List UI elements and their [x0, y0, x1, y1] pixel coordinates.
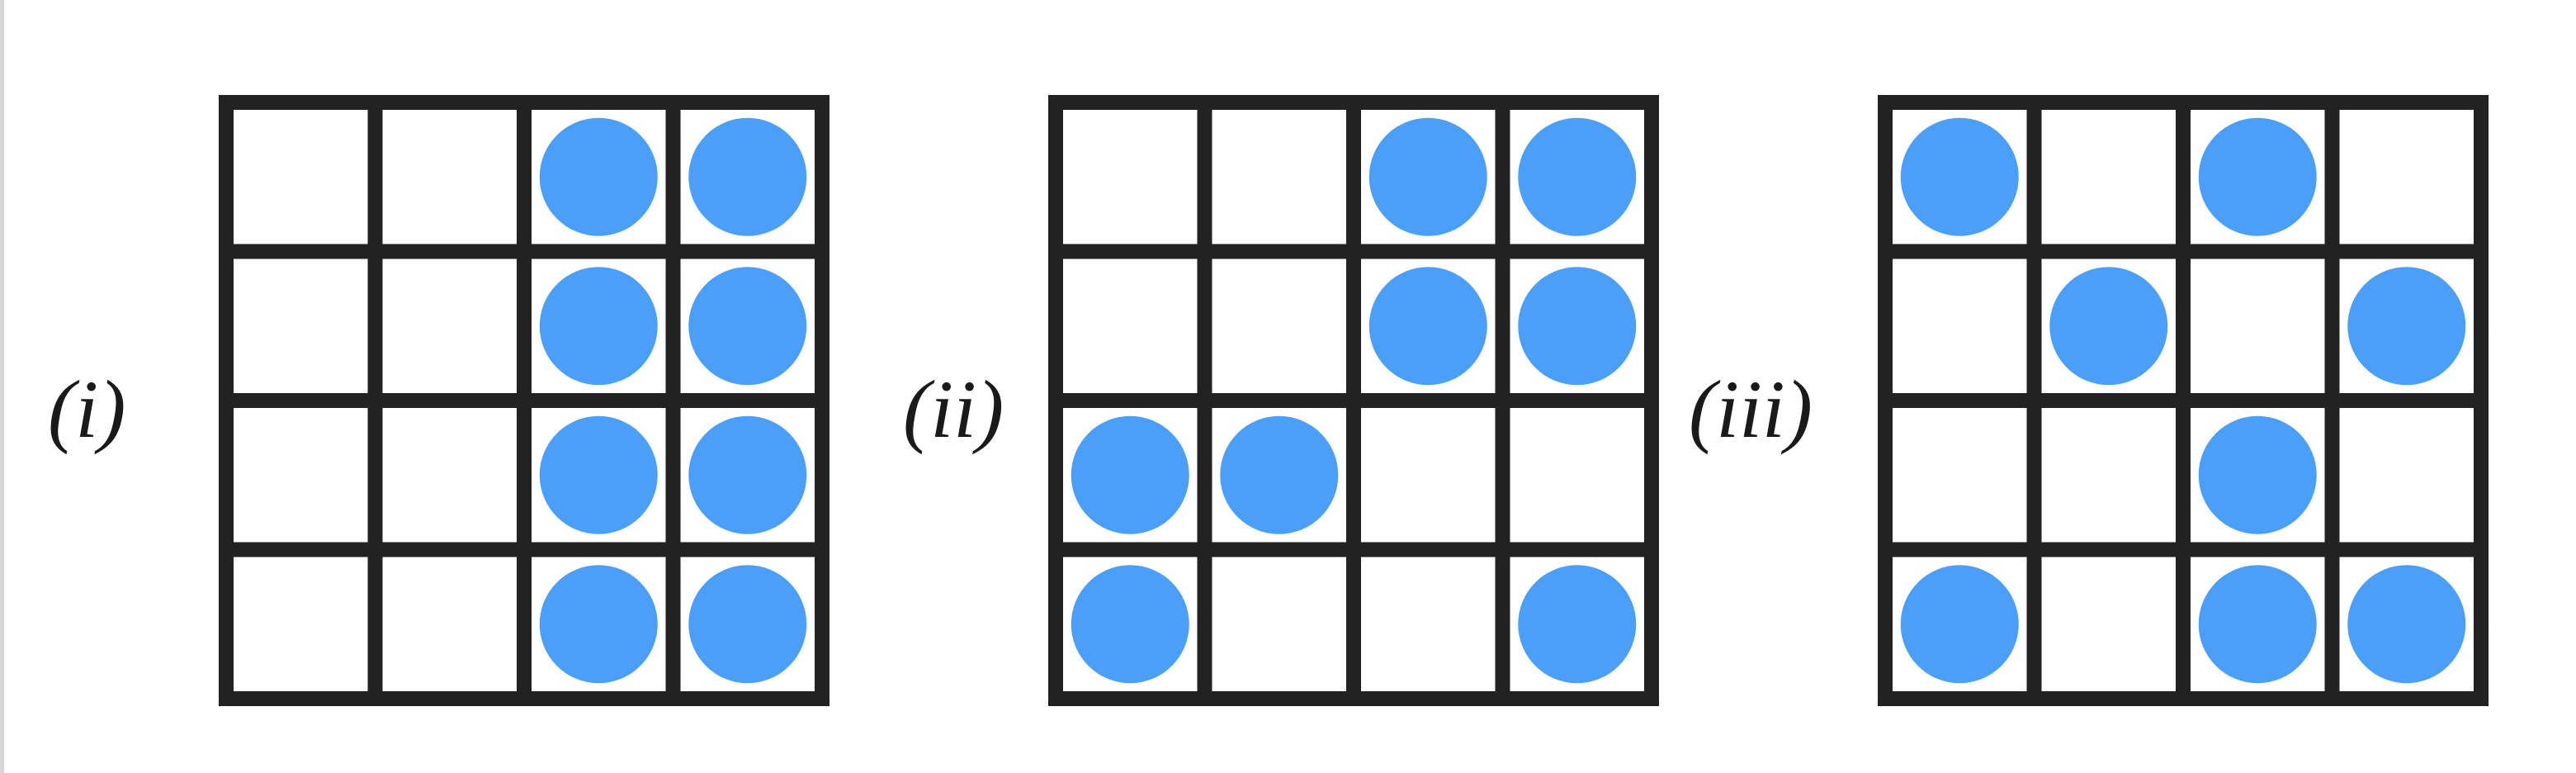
- grid-cell: [1212, 557, 1346, 691]
- grid-cell: [2041, 557, 2176, 691]
- dot-i-r4-c4: [688, 565, 807, 684]
- dot-i-r2-c3: [539, 267, 658, 386]
- grid-panel-iii: [1878, 95, 2489, 706]
- grid-cell: [234, 408, 368, 543]
- dot-iii-r4-c1: [1900, 565, 2019, 684]
- dot-iii-r3-c3: [2198, 415, 2317, 534]
- dot-iii-r4-c3: [2198, 565, 2317, 684]
- dot-i-r3-c3: [539, 415, 658, 534]
- dot-ii-r3-c1: [1071, 415, 1189, 534]
- grid-cell: [1212, 258, 1346, 393]
- grid-cell: [234, 110, 368, 244]
- dot-ii-r4-c4: [1518, 565, 1637, 684]
- panel-label-i: (i): [48, 363, 126, 455]
- dot-i-r3-c4: [688, 415, 807, 534]
- dot-ii-r1-c3: [1368, 117, 1487, 236]
- grid-cell: [1063, 258, 1198, 393]
- grid-panel-i: [219, 95, 830, 706]
- left-border: [0, 0, 4, 773]
- grid-cell: [2041, 408, 2176, 543]
- dot-iii-r1-c3: [2198, 117, 2317, 236]
- grid-cell: [1893, 408, 2027, 543]
- dot-ii-r3-c2: [1220, 415, 1339, 534]
- dot-i-r2-c4: [688, 267, 807, 386]
- grid-cell: [382, 110, 517, 244]
- grid-cell: [2339, 408, 2474, 543]
- dot-ii-r1-c4: [1518, 117, 1637, 236]
- panel-label-iii: (iii): [1689, 363, 1813, 455]
- panel-label-ii: (ii): [903, 363, 1004, 455]
- dot-ii-r2-c3: [1368, 267, 1487, 386]
- dot-iii-r2-c4: [2347, 267, 2466, 386]
- grid-cell: [382, 557, 517, 691]
- grid-cell: [1510, 408, 1644, 543]
- dot-iii-r1-c1: [1900, 117, 2019, 236]
- grid-cell: [1063, 110, 1198, 244]
- grid-cell: [234, 557, 368, 691]
- grid-cell: [1212, 110, 1346, 244]
- grid-cell: [2339, 110, 2474, 244]
- grid-panel-ii: [1048, 95, 1659, 706]
- dot-i-r1-c3: [539, 117, 658, 236]
- grid-cell: [1361, 557, 1496, 691]
- grid-cell: [1893, 258, 2027, 393]
- dot-iii-r2-c2: [2049, 267, 2168, 386]
- grid-cell: [382, 408, 517, 543]
- grid-cell: [2191, 258, 2325, 393]
- dot-i-r1-c4: [688, 117, 807, 236]
- grid-cell: [234, 258, 368, 393]
- dot-ii-r2-c4: [1518, 267, 1637, 386]
- grid-cell: [2041, 110, 2176, 244]
- grid-cell: [1361, 408, 1496, 543]
- dot-i-r4-c3: [539, 565, 658, 684]
- dot-ii-r4-c1: [1071, 565, 1189, 684]
- dot-iii-r4-c4: [2347, 565, 2466, 684]
- grid-cell: [382, 258, 517, 393]
